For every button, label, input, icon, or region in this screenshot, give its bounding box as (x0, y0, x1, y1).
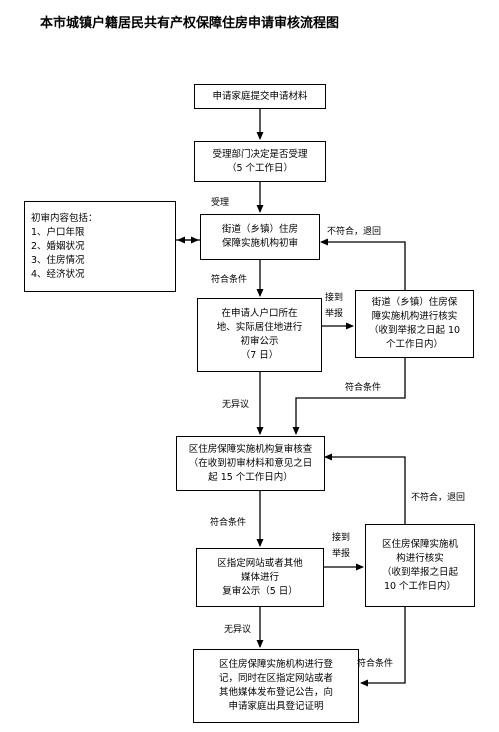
street-verify-line: 障实施机构进行核实 (371, 311, 458, 322)
arrow-district-verify-pass (360, 607, 406, 687)
street-initial-review-box: 街道（乡镇）住房 保障实施机构初审 (200, 214, 320, 260)
street-verify-line: 个工作日内） (385, 339, 443, 350)
label-pass-1: 符合条件 (211, 275, 248, 285)
arrow-street-verify-return (320, 238, 406, 290)
accept-decision-box: 受理部门决定是否受理 （5 个工作日） (194, 141, 326, 182)
accept-decision-line: 受理部门决定是否受理 (212, 148, 308, 160)
registration-line: 申请家庭出具登记证明 (228, 701, 324, 712)
street-review-line: 街道（乡镇）住房 (221, 224, 298, 235)
street-verify-box: 街道（乡镇）住房保 障实施机构进行核实 （收到举报之日起 10 个工作日内） (355, 290, 474, 358)
label-pass-3: 符合条件 (210, 518, 247, 528)
district-publicity-line: 媒体进行 (240, 571, 279, 583)
label-report-2b: 举报 (332, 549, 351, 559)
content-item: 3、住房情况 (31, 254, 85, 266)
street-publicity-line: 地、实际居住地进行 (216, 322, 303, 333)
content-item: 2、婚姻状况 (31, 240, 85, 252)
street-review-line: 保障实施机构初审 (221, 238, 298, 249)
label-no-objection-1: 无异议 (222, 400, 250, 410)
label-pass-4: 符合条件 (357, 659, 394, 669)
registration-line: 其他媒体发布登记公告，向 (218, 687, 333, 698)
arrow-street-verify-pass (292, 358, 406, 435)
label-pass-2: 符合条件 (345, 383, 382, 393)
label-no-objection-2: 无异议 (224, 625, 252, 635)
street-publicity-line: （7 日） (240, 350, 279, 361)
district-verify-line: 10 个工作日内） (383, 580, 457, 592)
label-accept: 受理 (211, 198, 230, 208)
district-verify-line: 构进行核实 (396, 552, 444, 564)
district-review-box: 区住房保障实施机构复审核查 （在收到初审材料和意见之日 起 15 个工作日内） (176, 436, 325, 491)
registration-box: 区住房保障实施机构进行登 记，同时在区指定网站或者 其他媒体发布登记公告，向 申… (193, 649, 359, 723)
label-report-1b: 举报 (325, 309, 344, 319)
page-title: 本市城镇户籍居民共有产权保障住房申请审核流程图 (40, 16, 340, 31)
street-verify-line: （收到举报之日起 10 (368, 325, 461, 336)
district-review-line: 起 15 个工作日内） (208, 471, 293, 483)
street-publicity-line: 在申请人户口所在 (221, 308, 298, 319)
district-review-line: 区住房保障实施机构复审核查 (188, 443, 313, 455)
submit-application-text: 申请家庭提交申请材料 (212, 90, 308, 102)
label-fail-return-1: 不符合，退回 (327, 227, 382, 237)
label-report-2a: 接到 (332, 533, 351, 543)
accept-decision-line: （5 个工作日） (226, 162, 294, 174)
district-publicity-line: 复审公示（5 日） (222, 585, 298, 597)
street-publicity-box: 在申请人户口所在 地、实际居住地进行 初审公示 （7 日） (197, 298, 322, 372)
arrow-district-verify-return (324, 453, 406, 524)
submit-application-box: 申请家庭提交申请材料 (194, 84, 326, 109)
street-verify-line: 街道（乡镇）住房保 (371, 297, 458, 308)
district-publicity-line: 区指定网站或者其他 (217, 557, 303, 569)
district-review-line: （在收到初审材料和意见之日 (188, 457, 313, 469)
district-verify-line: （收到举报之日起 (381, 566, 458, 578)
district-verify-box: 区住房保障实施机 构进行核实 （收到举报之日起 10 个工作日内） (365, 524, 475, 607)
district-verify-line: 区住房保障实施机 (381, 538, 458, 550)
label-report-1a: 接到 (325, 293, 344, 303)
content-item: 4、经济状况 (31, 268, 85, 280)
registration-line: 记，同时在区指定网站或者 (218, 673, 333, 684)
registration-line: 区住房保障实施机构进行登 (218, 659, 333, 670)
label-fail-return-2: 不符合，退回 (411, 493, 466, 503)
street-publicity-line: 初审公示 (240, 336, 279, 347)
district-publicity-box: 区指定网站或者其他 媒体进行 复审公示（5 日） (196, 548, 324, 607)
initial-review-content-box: 初审内容包括： 1、户口年限 2、婚姻状况 3、住房情况 4、经济状况 (24, 201, 176, 292)
content-item: 1、户口年限 (31, 226, 85, 238)
content-heading: 初审内容包括： (31, 212, 98, 224)
